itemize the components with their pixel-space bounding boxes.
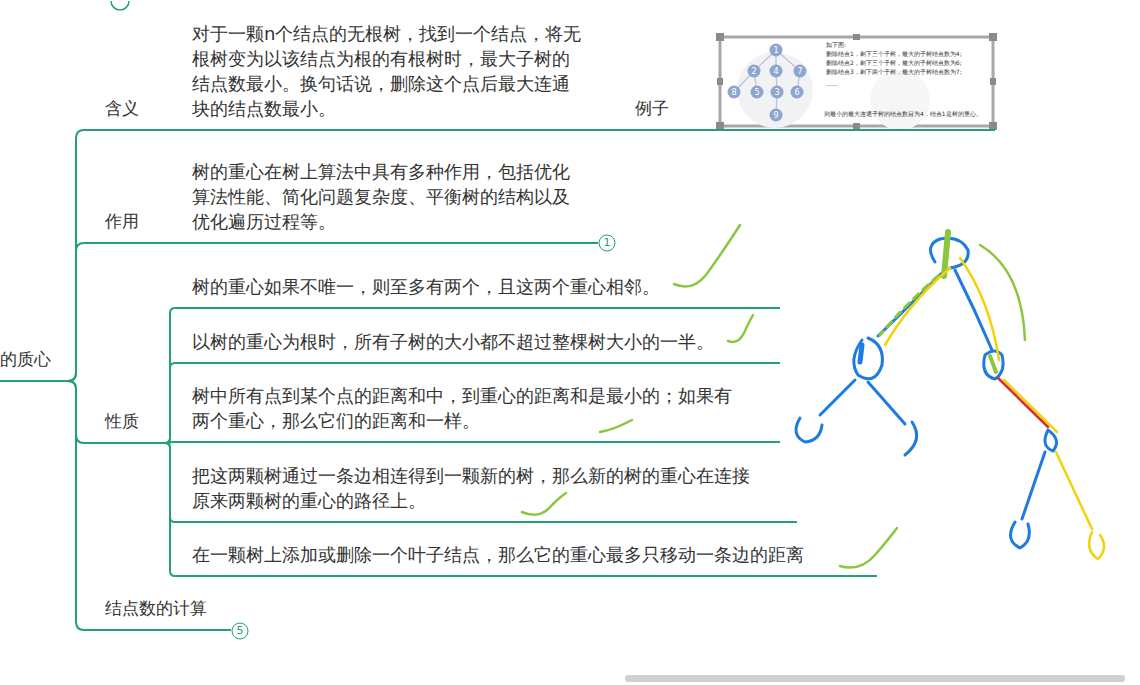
partial-circle xyxy=(111,1,129,10)
example-note: 如下图: xyxy=(826,41,846,48)
example-note: 删除结点2，剩下三个子树，最大的子树结点数为6; xyxy=(826,59,962,66)
example-note: 删除结点1，剩下三个子树，最大的子树结点数为4; xyxy=(826,50,962,57)
branch-line xyxy=(165,443,175,576)
property-topic: 把这两颗树通过一条边相连得到一颗新的树，那么新的树的重心在连接原来两颗树的重心的… xyxy=(175,463,797,523)
tree-node-number: 1 xyxy=(773,46,778,55)
example-note: 则最小的最大连通子树的结点数目为4，结点1是树的重心。 xyxy=(824,110,982,117)
branch-line xyxy=(165,363,175,443)
tree-node-number: 4 xyxy=(773,67,778,76)
tree-node-number: 6 xyxy=(794,88,799,97)
root-topic: 的质心 xyxy=(0,347,62,382)
branch-topic: 性质 xyxy=(90,409,165,444)
topic-text: 树的重心如果不唯一，则至多有两个，且这两个重心相邻。 xyxy=(192,274,772,299)
topic-text: 含义 xyxy=(105,96,176,121)
topic-text: 对于一颗n个结点的无根树，找到一个结点，将无根树变为以该结点为根的有根树时，最大… xyxy=(192,21,582,121)
branch-topic: 作用 xyxy=(90,209,180,244)
branch-line xyxy=(62,243,90,381)
topic-text: 性质 xyxy=(105,409,163,434)
property-topic: 树中所有点到某个点的距离和中，到重心的距离和是最小的；如果有两个重心，那么它们的… xyxy=(175,383,780,443)
example-thumbnail xyxy=(716,33,997,130)
property-topic: 树的重心如果不唯一，则至多有两个，且这两个重心相邻。 xyxy=(175,274,780,309)
tree-node-number: 8 xyxy=(731,88,736,97)
hand-sketch xyxy=(796,232,1104,559)
body-topic: 树的重心在树上算法中具有多种作用，包括优化算法性能、简化问题复杂度、平衡树的结构… xyxy=(180,159,598,244)
topic-text: 结点数的计算 xyxy=(105,596,229,621)
tree-node-number: 3 xyxy=(774,88,779,97)
body-topic: 对于一颗n个结点的无根树，找到一个结点，将无根树变为以该结点为根的有根树时，最大… xyxy=(180,21,600,131)
property-topic: 在一颗树上添加或删除一个叶子结点，那么它的重心最多只移动一条边的距离 xyxy=(175,542,877,577)
topic-text: 树中所有点到某个点的距离和中，到重心的距离和是最小的；如果有两个重心，那么它们的… xyxy=(192,383,745,433)
topic-text: 以树的重心为根时，所有子树的大小都不超过整棵树大小的一半。 xyxy=(192,329,772,354)
topic-text: 例子 xyxy=(635,96,991,121)
example-note: ...... xyxy=(826,80,837,87)
topic-text: 的质心 xyxy=(0,347,60,372)
tree-node-number: 2 xyxy=(751,67,756,76)
branch-line xyxy=(62,381,90,630)
branch-line xyxy=(62,130,90,381)
scrollbar-thumb xyxy=(625,675,1125,682)
topic-text: 作用 xyxy=(105,209,176,234)
topic-text: 树的重心在树上算法中具有多种作用，包括优化算法性能、简化问题复杂度、平衡树的结构… xyxy=(192,159,582,234)
topic-text: 在一颗树上添加或删除一个叶子结点，那么它的重心最多只移动一条边的距离 xyxy=(192,542,869,567)
tree-node-number: 9 xyxy=(773,111,778,120)
collapse-count: 1 xyxy=(599,235,616,252)
tree-node-number: 5 xyxy=(754,88,759,97)
branch-topic: 结点数的计算 xyxy=(90,596,231,631)
example-note: 删除结点3，剩下两个子树，最大的子树结点数为7; xyxy=(826,68,962,75)
tree-node-number: 7 xyxy=(797,67,802,76)
property-topic: 以树的重心为根时，所有子树的大小都不超过整棵树大小的一半。 xyxy=(175,329,780,364)
branch-topic: 含义 xyxy=(90,96,180,131)
branch-line xyxy=(165,308,175,443)
collapse-count: 5 xyxy=(232,623,249,640)
topic-text: 把这两颗树通过一条边相连得到一颗新的树，那么新的树的重心在连接原来两颗树的重心的… xyxy=(192,463,757,513)
